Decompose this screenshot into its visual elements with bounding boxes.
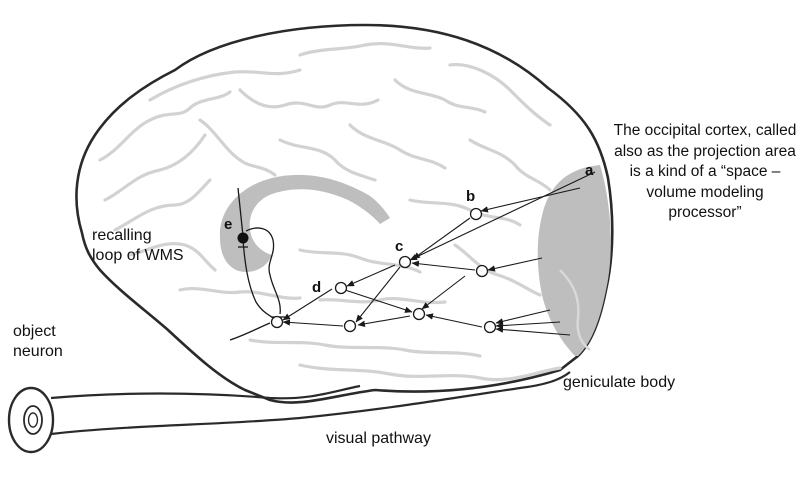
node-label-d: d: [312, 279, 322, 296]
brain-outline: [75, 23, 614, 404]
object-neuron-line2: neuron: [13, 343, 63, 360]
neural-connections: [282, 171, 596, 336]
eye: [7, 386, 55, 454]
object-neuron-line1: object: [13, 323, 56, 340]
recalling-loop-line1: recalling: [92, 227, 152, 244]
occipital-inner-line: [559, 269, 591, 351]
recalling-loop-line2: loop of WMS: [92, 247, 184, 264]
highlight-arch: [219, 174, 390, 272]
node-label-b: b: [466, 188, 476, 205]
node-mid-left: [343, 319, 357, 333]
node-b: [469, 207, 483, 221]
node-lower-right: [483, 320, 497, 334]
node-c-right: [475, 264, 489, 278]
node-output: [270, 315, 284, 329]
geniculate-body-label: geniculate body: [563, 374, 676, 391]
visual-pathway-label: visual pathway: [326, 430, 431, 447]
neuron-e: [237, 232, 249, 244]
recalling-loop-label: recalling loop of WMS: [92, 226, 184, 266]
node-label-c: c: [395, 238, 404, 255]
node-mid-right: [412, 307, 426, 321]
node-c: [398, 255, 412, 269]
object-neuron-label: object neuron: [13, 322, 63, 362]
visual-pathway: [50, 371, 571, 436]
gyri-pattern: [98, 41, 562, 382]
occipital-cortex-description: The occipital cortex, called also as the…: [613, 122, 797, 221]
neuron-nodes: [270, 207, 497, 334]
node-d: [334, 281, 348, 295]
node-label-a: a: [585, 162, 594, 179]
node-label-e: e: [224, 216, 233, 233]
occipital-cortex-region: [537, 165, 611, 356]
